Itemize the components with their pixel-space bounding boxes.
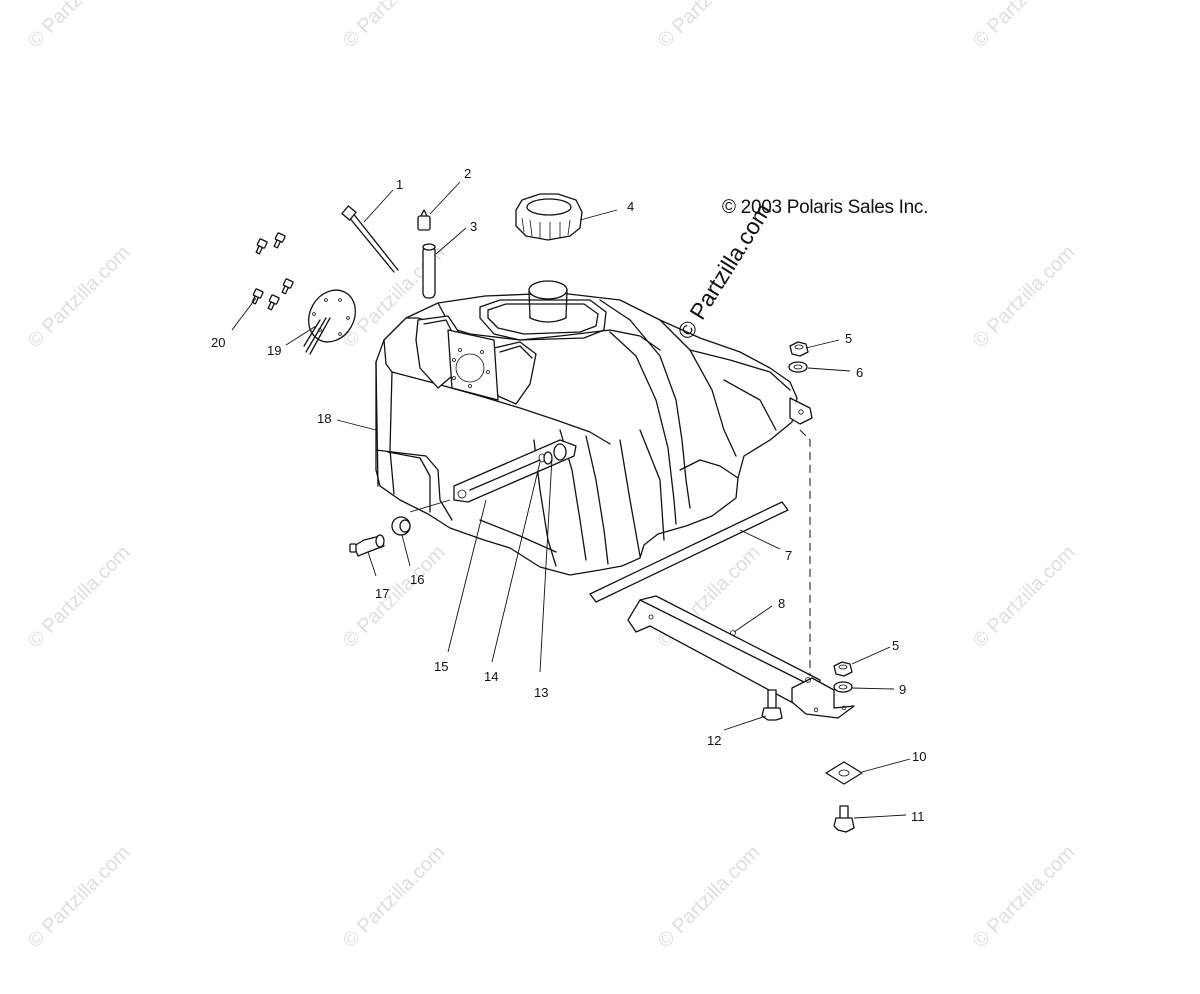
rubber-pad[interactable] xyxy=(589,501,789,603)
leader-lines xyxy=(231,181,911,819)
callout-8: 8 xyxy=(778,596,785,611)
copyright-notice: © 2003 Polaris Sales Inc. xyxy=(722,197,929,218)
grommet[interactable] xyxy=(391,516,411,536)
callout-15: 15 xyxy=(434,659,448,674)
bolt-lower[interactable] xyxy=(833,805,855,833)
callout-labels: 1 2 3 4 5 6 7 8 5 9 10 11 12 13 14 15 16… xyxy=(211,166,926,824)
washer-top[interactable] xyxy=(788,361,808,373)
fuel-fitting[interactable] xyxy=(349,534,385,557)
callout-5-bottom: 5 xyxy=(892,638,899,653)
square-pad[interactable] xyxy=(825,761,863,785)
callout-16: 16 xyxy=(410,572,424,587)
callout-2: 2 xyxy=(464,166,471,181)
nut-top[interactable] xyxy=(789,341,809,357)
callout-18: 18 xyxy=(317,411,331,426)
callout-13: 13 xyxy=(534,685,548,700)
callout-10: 10 xyxy=(912,749,926,764)
mounting-bracket[interactable] xyxy=(627,595,855,719)
alignment-line xyxy=(799,429,811,676)
nut-bottom[interactable] xyxy=(833,661,853,677)
callout-11: 11 xyxy=(911,809,925,824)
bolt[interactable] xyxy=(761,689,783,721)
callout-4: 4 xyxy=(627,199,634,214)
fuel-cap[interactable] xyxy=(515,193,583,241)
callout-5-top: 5 xyxy=(845,331,852,346)
fuel-tank[interactable] xyxy=(375,280,813,576)
washer-bottom[interactable] xyxy=(833,681,853,693)
callout-9: 9 xyxy=(899,682,906,697)
callout-12: 12 xyxy=(707,733,721,748)
callout-17: 17 xyxy=(375,586,389,601)
fuel-pump-flange[interactable] xyxy=(299,282,364,355)
vent-line[interactable] xyxy=(341,205,399,273)
callout-1: 1 xyxy=(396,177,403,192)
vent-tube[interactable] xyxy=(422,243,436,299)
callout-14: 14 xyxy=(484,669,498,684)
callout-3: 3 xyxy=(470,219,477,234)
callout-7: 7 xyxy=(785,548,792,563)
callout-19: 19 xyxy=(267,343,281,358)
screws[interactable] xyxy=(250,232,294,311)
callout-20: 20 xyxy=(211,335,225,350)
callout-6: 6 xyxy=(856,365,863,380)
check-valve[interactable] xyxy=(417,209,431,231)
